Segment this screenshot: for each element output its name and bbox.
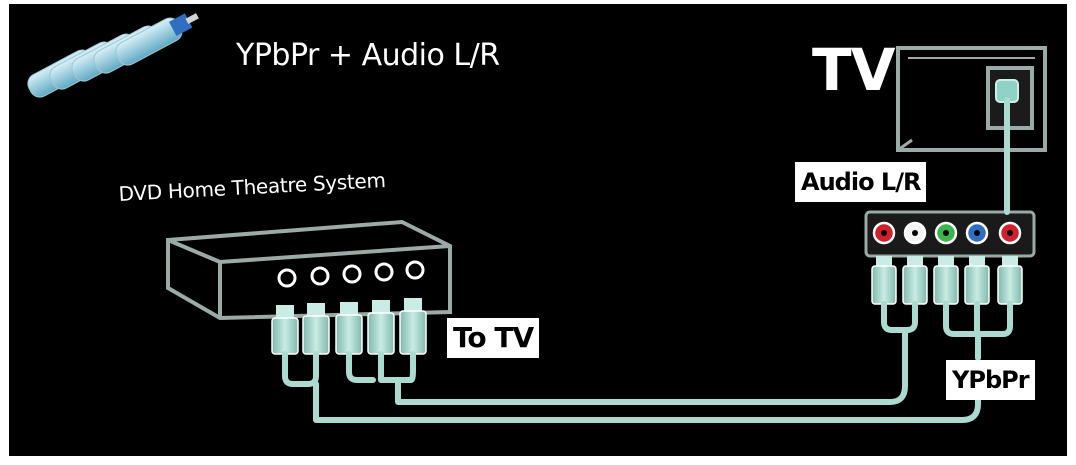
dvd-player-icon: [166, 219, 452, 321]
audio-lr-label: Audio L/R: [795, 162, 927, 202]
cables: [282, 97, 1013, 423]
diagram-title: YPbPr + Audio L/R: [236, 38, 500, 73]
tv-icon: [896, 46, 1047, 152]
tv-heading: TV: [812, 36, 895, 104]
dvd-plugs: [271, 298, 427, 355]
ypbpr-label: YPbPr: [946, 360, 1035, 400]
tv-jack-panel: [864, 210, 1036, 258]
to-tv-label: To TV: [447, 318, 540, 358]
tv-plugs: [871, 256, 1023, 305]
rca-connectors-icon: [27, 13, 199, 98]
dvd-output-jacks: [277, 260, 425, 288]
